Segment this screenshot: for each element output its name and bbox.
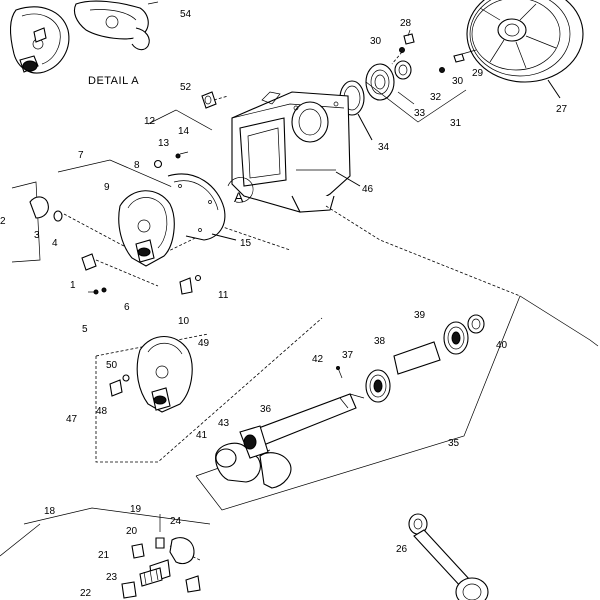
part-number-41: 41: [196, 430, 208, 441]
part-number-14: 14: [178, 126, 190, 137]
part-number-30-right: 30: [452, 76, 464, 87]
connecting-rod-26: [408, 513, 489, 600]
part-number-12: 12: [144, 116, 156, 127]
pulley-27: [466, 0, 584, 99]
part-number-34: 34: [378, 142, 390, 153]
crankshaft-36: [215, 393, 365, 489]
housing-46: [231, 91, 361, 213]
gasket-15: [167, 173, 237, 241]
parts-48-50: [109, 374, 130, 397]
part-number-46: 46: [362, 184, 374, 195]
part-number-24: 24: [170, 516, 182, 527]
part-number-5: 5: [82, 324, 88, 335]
part-number-4: 4: [52, 238, 58, 249]
part-number-19: 19: [130, 504, 142, 515]
end-cover-9: [118, 190, 175, 267]
part-number-28: 28: [400, 18, 412, 29]
callout-a-marker: [227, 177, 254, 203]
part-number-8: 8: [134, 160, 140, 171]
part-number-31: 31: [450, 118, 462, 129]
parts-2-3-4: [29, 196, 63, 222]
part-number-35: 35: [448, 438, 460, 449]
part-number-47: 47: [66, 414, 78, 425]
part-number-52: 52: [180, 82, 192, 93]
detail-a-illustration: [9, 0, 159, 74]
pin-42: [336, 366, 343, 379]
part-number-32: 32: [430, 92, 442, 103]
part-number-42: 42: [312, 354, 324, 365]
part-number-3: 3: [34, 230, 40, 241]
part-number-7: 7: [78, 150, 84, 161]
part-number-50: 50: [106, 360, 118, 371]
detail-a-title: DETAIL A: [88, 75, 139, 87]
part-number-9: 9: [104, 182, 110, 193]
part-number-6: 6: [124, 302, 130, 313]
part-number-33: 33: [414, 108, 426, 119]
part-number-39: 39: [414, 310, 426, 321]
part-number-36: 36: [260, 404, 272, 415]
callout-a-letter: A: [234, 189, 244, 205]
part-number-26: 26: [396, 544, 408, 555]
part-number-15: 15: [240, 238, 252, 249]
part-number-37: 37: [342, 350, 354, 361]
part-number-43: 43: [218, 418, 230, 429]
part-number-20: 20: [126, 526, 138, 537]
part-number-13: 13: [158, 138, 170, 149]
part-number-10: 10: [178, 316, 190, 327]
part-number-27: 27: [556, 104, 568, 115]
end-cover-49: [136, 336, 193, 413]
rod-parts-19-24: [121, 514, 201, 599]
part-number-38: 38: [374, 336, 386, 347]
part-number-40: 40: [496, 340, 508, 351]
part-number-1: 1: [70, 280, 76, 291]
fasteners-8-13-14: [153, 151, 189, 169]
part-number-54: 54: [180, 9, 192, 20]
part-number-29: 29: [472, 68, 484, 79]
part-number-11: 11: [218, 290, 229, 301]
part-number-18: 18: [44, 506, 56, 517]
part-number-21: 21: [98, 550, 110, 561]
part-number-23: 23: [106, 572, 118, 583]
part-number-30-top: 30: [370, 36, 382, 47]
part-number-2: 2: [0, 216, 6, 227]
part-number-48: 48: [96, 406, 108, 417]
part-number-22: 22: [80, 588, 92, 599]
hardware-28-33: [365, 29, 477, 123]
bearings-37-39: [365, 314, 485, 403]
breather-52: [201, 91, 229, 109]
parts-1-6-10-11: [81, 253, 202, 295]
part-number-49: 49: [198, 338, 210, 349]
